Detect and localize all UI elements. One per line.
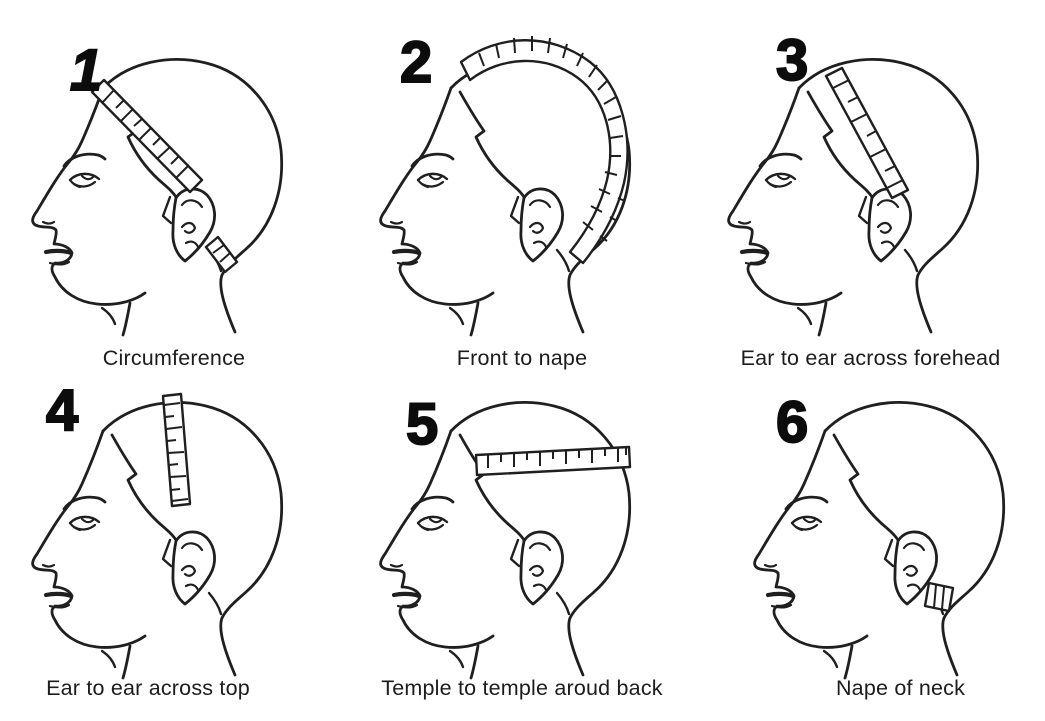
panel-front-to-nape: 2 Front to nape [348,0,696,380]
head-outline-drawing [381,59,630,335]
panel-temple-to-temple-around-back: 5 Temple to temple aroud back [348,380,696,721]
panel-nape-of-neck: 6 Nape of neck [696,380,1045,721]
head-outline-drawing [33,402,282,678]
measuring-tape-overlay [923,581,955,613]
measurement-caption: Ear to ear across forehead [740,346,1001,370]
panel-circumference: 1 Circumference [0,0,348,380]
measuring-tape-overlay [459,34,629,265]
measuring-tape-overlay [824,66,910,200]
head-profile-illustration [696,0,1045,340]
measurement-caption: Temple to temple aroud back [381,676,663,700]
step-number: 3 [775,28,809,93]
panel-ear-to-ear-across-top: 4 Ear to ear across top [0,380,348,721]
panel-ear-to-ear-across-forehead: 3 Ear to ear across forehead [696,0,1045,380]
measuring-tape-overlay [90,78,239,274]
measuring-tape-overlay [474,445,632,477]
measurement-caption: Ear to ear across top [46,676,250,700]
measurement-caption: Nape of neck [835,676,966,700]
measurement-caption: Circumference [102,346,246,370]
head-profile-illustration [0,0,350,340]
measurement-caption: Front to nape [456,346,588,370]
step-number: 4 [45,378,79,443]
measuring-tape-overlay [161,392,192,508]
step-number: 5 [405,392,439,457]
head-profile-illustration [722,343,1045,683]
step-number: 2 [399,30,433,95]
head-profile-illustration [348,343,698,683]
step-number: 6 [775,390,809,455]
step-number: 1 [69,38,103,103]
